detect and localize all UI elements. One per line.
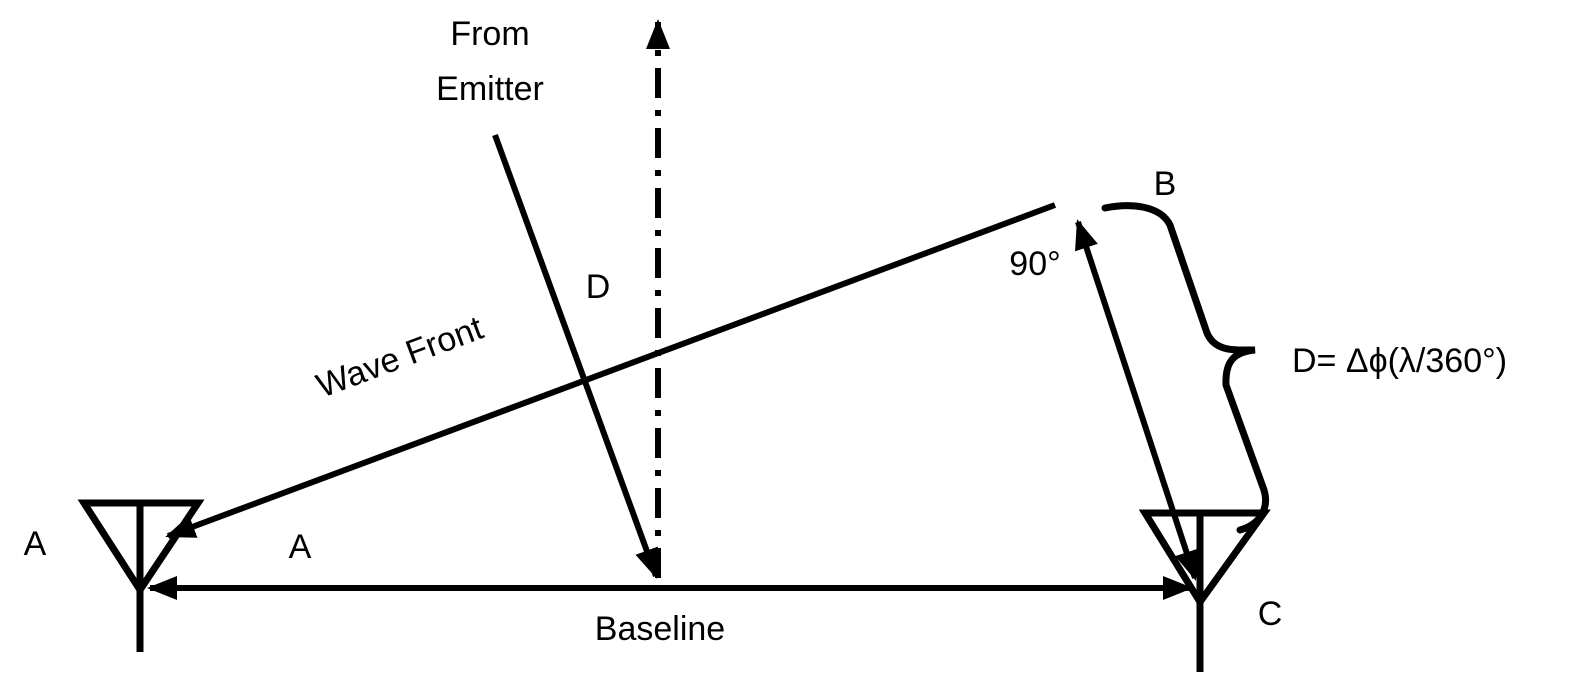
- antenna-c-label: C: [1258, 595, 1283, 633]
- baseline-label: Baseline: [595, 610, 725, 648]
- antenna-c-icon: [1138, 509, 1271, 672]
- from-label: From: [450, 15, 529, 53]
- emitter-direction-arrow: [492, 133, 659, 579]
- distance-d-label: D: [586, 268, 611, 306]
- path-difference-arrow: [1075, 219, 1198, 581]
- antenna-a-label: A: [24, 525, 47, 563]
- formula-label: D= Δϕ(λ/360°): [1292, 342, 1507, 380]
- antenna-a-icon: [77, 499, 205, 652]
- wave-front-line: [165, 202, 1057, 539]
- right-angle-label: 90°: [1009, 245, 1060, 283]
- emitter-label: Emitter: [436, 70, 544, 108]
- wave-front-label: Wave Front: [311, 309, 488, 406]
- path-difference-brace: [1101, 202, 1269, 534]
- angle-a-label: A: [289, 528, 312, 566]
- point-b-label: B: [1154, 165, 1177, 203]
